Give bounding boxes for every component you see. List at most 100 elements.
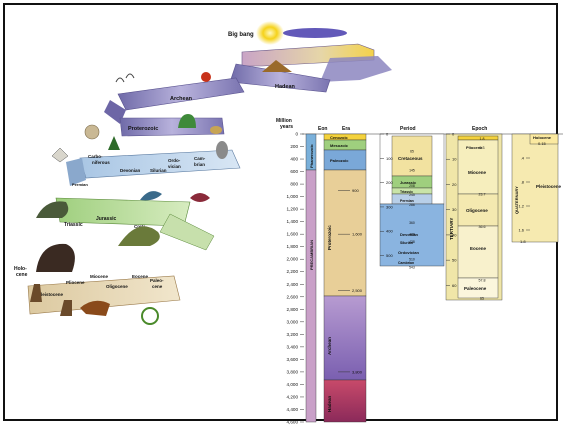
era-boundary-label: 2,500 <box>352 288 363 293</box>
paleocene-label-1: Paleo- <box>150 278 164 283</box>
quaternary-label: QUATERNARY <box>514 186 519 214</box>
epoch-paleocene <box>457 277 499 299</box>
quaternary-holocene-label: Holocene <box>533 135 552 140</box>
epoch-miocene-label: Miocene <box>468 170 487 175</box>
quaternary-column <box>511 133 559 243</box>
y-axis-tick-label: 1,800 <box>287 244 299 249</box>
y-axis-tick-label: 4,600 <box>287 420 299 425</box>
epoch-tertiary-label: TERTIARY <box>449 218 454 240</box>
period-boundary-label: 543 <box>409 266 415 270</box>
period-boundary-label: 438 <box>409 240 415 244</box>
period-axis-tick-label: 0 <box>386 132 389 137</box>
geologic-timescale: Million years Eon Era Period Epoch 02004… <box>276 118 563 425</box>
cretaceous-label-1: Creta- <box>134 224 148 229</box>
period-cambrian-label: Cambrian <box>398 261 414 265</box>
proterozoic-label: Proterozoic <box>128 126 158 132</box>
y-axis-tick-label: 200 <box>290 144 298 149</box>
ammonite-icon <box>84 124 100 140</box>
era-paleozoic-label: Paleozoic <box>330 158 349 163</box>
period-triassic-label: Triassic <box>400 190 413 194</box>
epoch-axis-tick-label: 20 <box>452 182 457 187</box>
y-axis-ticks: 02004006008001,0001,2001,4001,6001,8002,… <box>287 132 304 425</box>
era-hadean-label: Hadean <box>327 395 332 412</box>
jurassic-label: Jurassic <box>96 216 117 222</box>
carboniferous-label-2: niferous <box>92 160 110 165</box>
triassic-label: Triassic <box>64 222 83 228</box>
quaternary-bottom-mark: 1.8 <box>520 239 526 244</box>
eon-precambrian-label: PRECAMBRIAN <box>309 240 314 270</box>
y-axis-tick-label: 3,200 <box>287 332 299 337</box>
eon-precambrian <box>305 169 317 423</box>
era-hadean <box>323 379 367 423</box>
era-boundary-label: 900 <box>352 188 359 193</box>
period-boundary-label: 245 <box>409 193 415 197</box>
epoch-boundary-marks: 1.85.323.736.657.865 <box>479 137 486 300</box>
oligocene-label: Oligocene <box>106 284 128 289</box>
eon-phanerozoic-label: Phanerozoic <box>309 143 314 168</box>
y-axis-tick-label: 2,000 <box>287 257 299 262</box>
band-fold-paleozoic <box>66 158 86 186</box>
cambrian-label-1: Cam- <box>194 156 206 161</box>
y-axis-tick-label: 1,000 <box>287 194 299 199</box>
miocene-label: Miocene <box>90 274 109 279</box>
col-period-header: Period <box>400 126 416 132</box>
period-cretaceous-label: Cretaceous <box>398 156 423 161</box>
ordovician-label-1: Ordo- <box>168 158 181 163</box>
period-ordovician-label: Ordovician <box>398 250 419 255</box>
holocene-label-1: Holo- <box>14 266 27 272</box>
microbe-icon <box>201 72 211 82</box>
epoch-oligocene <box>457 193 499 227</box>
y-axis-tick-label: 2,400 <box>287 282 299 287</box>
epoch-boundary-label: 36.6 <box>479 225 486 229</box>
holocene-label-2: cene <box>16 272 28 278</box>
period-boundary-label: 65 <box>410 149 414 153</box>
y-axis-tick-label: 1,200 <box>287 207 299 212</box>
period-axis-tick-label: 400 <box>386 229 393 234</box>
carboniferous-label-1: Carbo- <box>88 154 103 159</box>
era-mesozoic-label: Mesozoic <box>330 143 349 148</box>
dinosaur-icon <box>118 226 160 246</box>
period-axis-tick-label: 100 <box>386 156 393 161</box>
band-hadean <box>229 63 331 93</box>
cambrian-label-2: brian <box>194 162 205 167</box>
y-axis-tick-label: 3,600 <box>287 357 299 362</box>
epoch-eocene-label: Eocene <box>470 246 487 251</box>
ordovician-label-2: vician <box>168 164 181 169</box>
epoch-eocene <box>457 225 499 279</box>
y-axis-tick-label: 3,400 <box>287 344 299 349</box>
period-boundary-label: 510 <box>409 257 415 261</box>
y-axis-tick-label: 2,600 <box>287 294 299 299</box>
stegosaurus-icon <box>36 201 69 218</box>
period-silurian-label: Silurian <box>400 241 413 245</box>
y-axis-tick-label: 4,000 <box>287 382 299 387</box>
era-proterozoic-label: Proterozoic <box>327 225 332 250</box>
quaternary-pleistocene-label: Pleistocene <box>536 184 562 189</box>
axis-title-1: Million <box>276 118 292 124</box>
spiral-timeline: Big bang Hadean Archean Proterozoic Perm… <box>14 21 392 325</box>
quaternary-axis-tick-label: 1.6 <box>518 228 524 233</box>
band-fold-right <box>320 56 392 82</box>
period-boundary-label: 208 <box>409 184 415 188</box>
big-bang-burst <box>256 21 284 45</box>
volcano-icon <box>262 60 292 72</box>
band-cretaceous <box>159 213 215 251</box>
galaxy-streak <box>283 28 347 38</box>
epoch-axis-tick-label: 0 <box>452 132 455 137</box>
dragonfly-icon <box>51 147 69 163</box>
period-paleozoic-block <box>379 203 445 267</box>
pleistocene-label: Pleistocene <box>38 292 64 297</box>
era-proterozoic <box>323 169 367 297</box>
epoch-pliocene-label: Pliocene <box>466 145 483 150</box>
quaternary-axis-tick-label: 1.2 <box>518 204 524 209</box>
period-boundary-label: 145 <box>409 169 415 173</box>
eocene-label: Eocene <box>132 274 149 279</box>
devonian-label: Devonian <box>120 168 141 173</box>
y-axis-tick-label: 2,800 <box>287 307 299 312</box>
era-cenozoic-label: Cenozoic <box>330 135 349 140</box>
quaternary-axis-ticks: .4.81.21.6 <box>518 156 530 233</box>
axis-title-2: years <box>280 124 293 130</box>
